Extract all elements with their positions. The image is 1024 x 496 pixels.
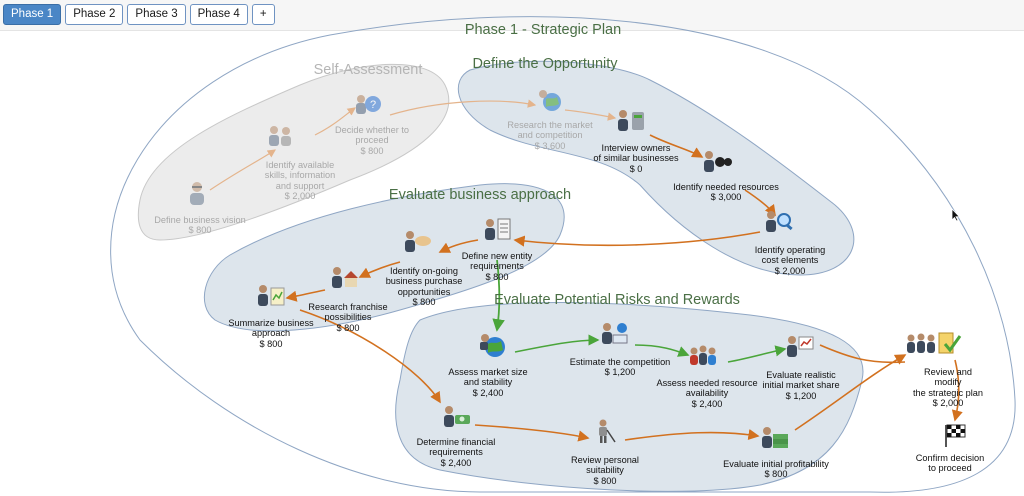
task-review-plan[interactable]: Review and modify the strategic plan$ 2,… <box>910 367 986 409</box>
task-identify-skills[interactable]: Identify available skills, information a… <box>265 160 335 202</box>
person-glasses-icon[interactable] <box>182 180 212 206</box>
handshake-icon[interactable] <box>402 228 432 254</box>
task-label: Assess needed resource availability <box>656 378 758 399</box>
top-toolbar: Phase 1 Phase 2 Phase 3 Phase 4 + <box>0 0 1024 31</box>
money-stack-icon[interactable] <box>760 424 790 450</box>
task-label: Research the market and competition <box>507 120 593 141</box>
summary-board-icon[interactable] <box>256 282 286 308</box>
task-label: Determine financial requirements <box>416 437 496 458</box>
tab-phase-3[interactable]: Phase 3 <box>127 4 186 25</box>
task-cost: $ 800 <box>360 145 384 156</box>
task-label: Decide whether to proceed <box>334 125 410 146</box>
task-identify-ongoing[interactable]: Identify on-going business purchase oppo… <box>386 266 463 308</box>
task-label: Summarize business approach <box>228 318 314 339</box>
house-person-icon[interactable] <box>330 264 360 290</box>
group-title-evaluate-risks: Evaluate Potential Risks and Rewards <box>494 292 740 308</box>
task-label: Evaluate initial profitability <box>723 459 829 469</box>
money-person-icon[interactable] <box>442 403 472 429</box>
task-cost: $ 0 <box>629 163 643 174</box>
group-title-evaluate-business: Evaluate business approach <box>388 187 572 203</box>
checkered-flag-icon[interactable] <box>940 422 970 448</box>
task-cost: $ 800 <box>412 297 436 308</box>
task-cost: $ 800 <box>593 475 617 486</box>
binoculars-icon[interactable] <box>702 148 732 174</box>
task-cost: $ 2,400 <box>440 457 472 468</box>
task-cost: $ 3,000 <box>710 192 742 203</box>
task-evaluate-profitability[interactable]: Evaluate initial profitability$ 800 <box>723 459 829 480</box>
group-title-self-assessment: Self-Assessment <box>313 62 423 78</box>
phase-boundary <box>110 16 1016 493</box>
tab-phase-1[interactable]: Phase 1 <box>3 4 62 25</box>
task-cost: $ 800 <box>336 322 360 333</box>
task-interview-owners[interactable]: Interview owners of similar businesses$ … <box>593 143 678 174</box>
task-evaluate-share[interactable]: Evaluate realistic initial market share$… <box>762 370 839 401</box>
task-confirm-decision[interactable]: Confirm decision to proceed <box>916 453 984 474</box>
task-label: Define business vision <box>154 215 246 225</box>
task-define-entity[interactable]: Define new entity requirements$ 800 <box>462 251 532 282</box>
task-label: Review and modify the strategic plan <box>913 367 983 398</box>
task-label: Confirm decision to proceed <box>915 453 985 474</box>
svg-text:?: ? <box>370 99 376 111</box>
globe-person-icon[interactable] <box>478 332 508 358</box>
team-icon[interactable] <box>688 342 718 368</box>
task-cost: $ 800 <box>764 469 788 480</box>
task-label: Evaluate realistic initial market share <box>762 370 840 391</box>
task-identify-resources[interactable]: Identify needed resources$ 3,000 <box>673 182 779 203</box>
task-decide-proceed[interactable]: Decide whether to proceed$ 800 <box>335 125 409 156</box>
task-research-franchise[interactable]: Research franchise possibilities$ 800 <box>308 302 387 333</box>
task-review-suitability[interactable]: Review personal suitability$ 800 <box>571 455 639 486</box>
task-cost: $ 2,000 <box>932 398 964 409</box>
task-label: Identify available skills, information a… <box>264 160 336 191</box>
task-research-market[interactable]: Research the market and competition$ 3,6… <box>507 120 592 151</box>
golfer-icon[interactable] <box>590 418 620 444</box>
task-label: Estimate the competition <box>569 357 671 367</box>
group-evaluate-risks <box>395 302 864 492</box>
task-cost: $ 2,000 <box>284 191 316 202</box>
document-person-icon[interactable] <box>482 216 512 242</box>
tab-phase-4[interactable]: Phase 4 <box>189 4 248 25</box>
notebook-globe-icon[interactable] <box>600 320 630 346</box>
task-cost: $ 1,200 <box>604 367 636 378</box>
group-define-opportunity <box>457 60 855 276</box>
interview-icon[interactable] <box>616 108 646 134</box>
task-label: Define new entity requirements <box>461 251 533 272</box>
group-title-define-opportunity: Define the Opportunity <box>472 56 618 72</box>
mouse-cursor-icon <box>951 208 961 222</box>
task-cost: $ 800 <box>188 225 212 236</box>
task-cost: $ 2,000 <box>774 265 806 276</box>
task-cost: $ 2,400 <box>691 398 723 409</box>
tab-phase-2[interactable]: Phase 2 <box>65 4 124 25</box>
task-cost: $ 1,200 <box>785 390 817 401</box>
task-cost: $ 800 <box>485 271 509 282</box>
task-cost: $ 3,600 <box>534 140 566 151</box>
review-checklist-icon[interactable] <box>905 330 965 356</box>
task-label: Identify needed resources <box>673 182 779 192</box>
task-estimate-competition[interactable]: Estimate the competition$ 1,200 <box>570 357 671 378</box>
magnifier-chart-icon[interactable] <box>765 208 795 234</box>
globe-person-icon[interactable] <box>535 87 565 113</box>
task-assess-resources[interactable]: Assess needed resource availability$ 2,4… <box>656 378 757 409</box>
task-label: Identify on-going business purchase oppo… <box>385 266 463 297</box>
presentation-icon[interactable] <box>785 333 815 359</box>
task-label: Identify operating cost elements <box>754 245 826 266</box>
phase-tabs: Phase 1 Phase 2 Phase 3 Phase 4 + <box>3 4 275 25</box>
phase-title: Phase 1 - Strategic Plan <box>464 22 622 38</box>
task-label: Interview owners of similar businesses <box>593 143 679 164</box>
question-person-icon[interactable]: ? <box>352 90 382 116</box>
task-identify-costs[interactable]: Identify operating cost elements$ 2,000 <box>755 245 826 276</box>
task-summarize-approach[interactable]: Summarize business approach$ 800 <box>228 318 313 349</box>
people-group-icon[interactable] <box>266 122 296 148</box>
task-define-vision[interactable]: Define business vision$ 800 <box>154 215 245 236</box>
task-cost: $ 800 <box>259 338 283 349</box>
add-phase-button[interactable]: + <box>251 4 275 25</box>
task-label: Review personal suitability <box>571 455 639 476</box>
task-label: Assess market size and stability <box>448 367 528 388</box>
task-cost: $ 2,400 <box>472 387 504 398</box>
task-determine-financial[interactable]: Determine financial requirements$ 2,400 <box>417 437 496 468</box>
task-label: Research franchise possibilities <box>308 302 388 323</box>
task-assess-market[interactable]: Assess market size and stability$ 2,400 <box>448 367 527 398</box>
